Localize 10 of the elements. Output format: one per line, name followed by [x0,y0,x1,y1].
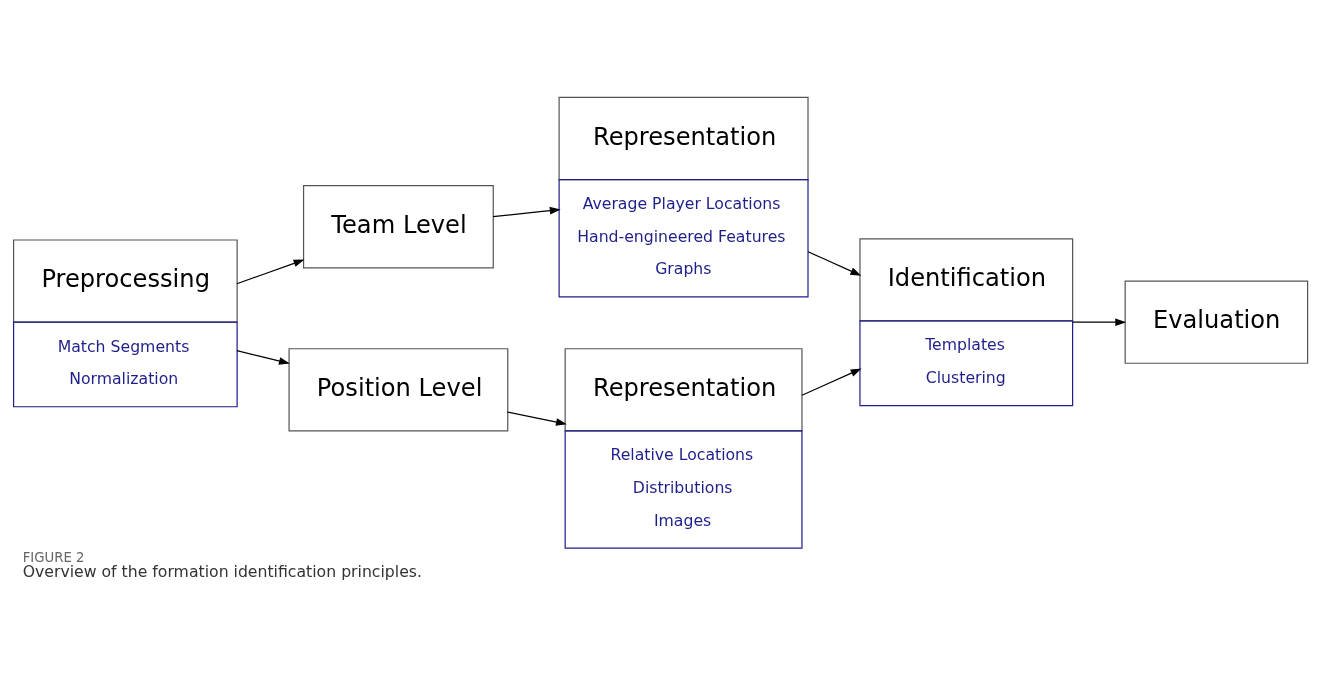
arrow [492,206,561,217]
node-box: Team Level [302,184,494,268]
arrow [506,410,567,426]
arrow [801,368,862,396]
arrow [236,259,305,284]
arrow [807,250,862,276]
arrow [236,349,290,365]
node-box: Position Level [288,347,509,431]
node-box: Evaluation [1124,280,1309,364]
arrow [1072,317,1127,326]
